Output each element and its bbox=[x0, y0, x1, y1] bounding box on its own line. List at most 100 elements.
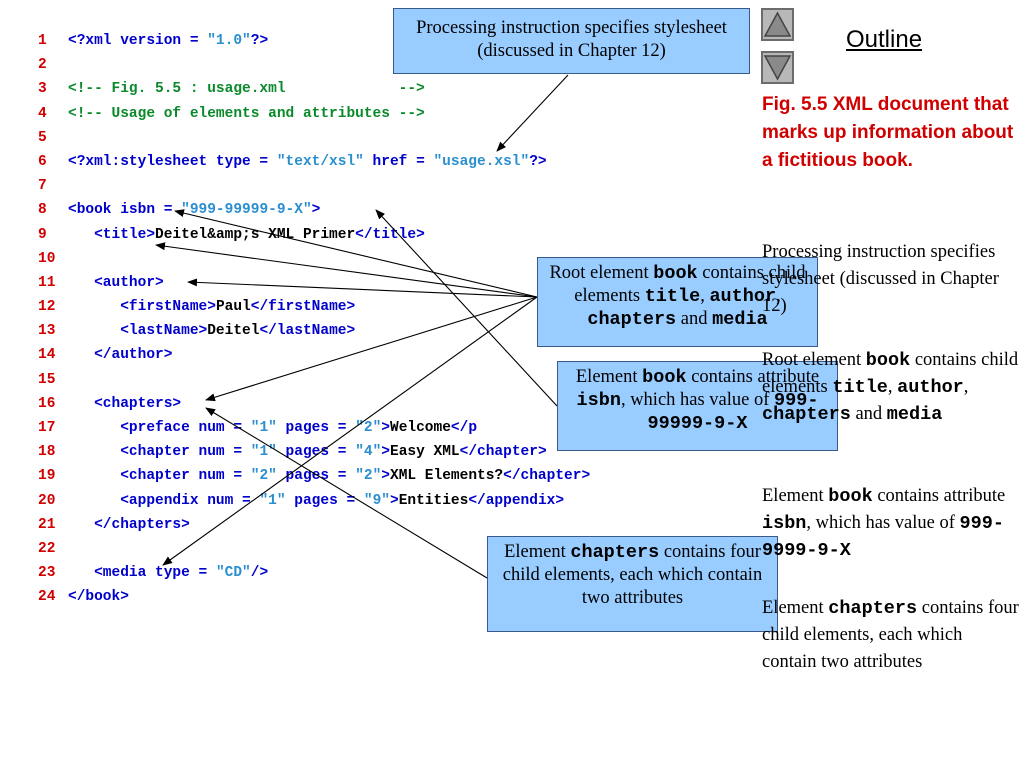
callout-isbn-code-value: 999-99999-9-X bbox=[647, 390, 819, 434]
next-slide-button[interactable] bbox=[761, 51, 794, 84]
note3-text-1: Element bbox=[762, 486, 829, 506]
code-token: pages = bbox=[276, 468, 356, 485]
code-line: 17 <preface num = "1" pages = "2">Welcom… bbox=[38, 416, 590, 440]
line-number: 2 bbox=[38, 57, 47, 74]
code-line: 9 <title>Deitel&amp;s XML Primer</title> bbox=[38, 223, 590, 247]
callout-root-code-book: book bbox=[653, 263, 698, 284]
line-number: 7 bbox=[38, 178, 47, 195]
callout-pi-text: Processing instruction specifies stylesh… bbox=[416, 18, 727, 61]
triangle-down-icon bbox=[763, 55, 792, 81]
callout-isbn-code-book: book bbox=[642, 367, 687, 388]
code-line: 19 <chapter num = "2" pages = "2">XML El… bbox=[38, 464, 590, 488]
code-line: 23 <media type = "CD"/> bbox=[38, 561, 590, 585]
code-token: pages = bbox=[276, 444, 356, 461]
line-number: 10 bbox=[38, 250, 56, 267]
note4-text-2: contains four child elements, each which… bbox=[762, 598, 1019, 672]
note3-text-2: contains attribute bbox=[872, 486, 1006, 506]
code-token: ?> bbox=[529, 153, 547, 170]
code-line: 3<!-- Fig. 5.5 : usage.xml --> bbox=[38, 77, 590, 101]
code-token: </book> bbox=[68, 589, 129, 606]
code-token: <preface num = bbox=[120, 420, 251, 436]
note4-text-1: Element bbox=[762, 598, 829, 618]
line-number: 8 bbox=[38, 202, 47, 219]
code-token: Entities bbox=[398, 492, 469, 509]
code-line: 18 <chapter num = "1" pages = "4">Easy X… bbox=[38, 440, 590, 464]
outline-link[interactable]: Outline bbox=[846, 26, 923, 53]
callout-root-code-chapters: chapters bbox=[587, 309, 677, 330]
callout-isbn-text-2: contains attribute bbox=[686, 367, 820, 387]
callout-root-element: Root element book contains child element… bbox=[537, 257, 818, 347]
note2-text-2: contains child elements bbox=[762, 350, 1019, 397]
line-number: 4 bbox=[38, 105, 47, 122]
code-token: <media type = bbox=[94, 565, 216, 582]
code-token: pages = bbox=[276, 420, 356, 436]
line-number: 6 bbox=[38, 153, 47, 170]
code-token: "CD" bbox=[215, 565, 251, 582]
arrow-isbn-to-attribute bbox=[375, 209, 558, 407]
callout-root-text-1: Root element bbox=[549, 263, 654, 283]
code-token: <!-- Usage of elements and attributes --… bbox=[68, 105, 425, 122]
code-token: <chapter num = bbox=[120, 468, 251, 485]
callout-root-text-3: , bbox=[700, 286, 710, 306]
line-number: 16 bbox=[38, 395, 56, 412]
line-number: 12 bbox=[38, 299, 56, 316]
code-token: "1" bbox=[250, 420, 277, 436]
code-token: </title> bbox=[355, 226, 425, 243]
line-number: 14 bbox=[38, 347, 56, 364]
code-token: "2" bbox=[355, 468, 382, 485]
code-line: 1<?xml version = "1.0"?> bbox=[38, 29, 590, 53]
code-token: Deitel bbox=[207, 323, 260, 340]
code-token: <?xml version = bbox=[68, 33, 208, 49]
arrow-root-to-author bbox=[187, 278, 538, 298]
note2-text-4: , bbox=[963, 377, 969, 397]
code-token: </chapter> bbox=[459, 444, 547, 461]
code-token: <appendix num = bbox=[120, 492, 260, 509]
code-token: <chapter num = bbox=[120, 444, 251, 461]
line-number: 23 bbox=[38, 565, 56, 582]
code-token: </author> bbox=[94, 347, 173, 364]
code-line: 12 <firstName>Paul</firstName> bbox=[38, 295, 590, 319]
code-line: 14 </author> bbox=[38, 343, 590, 367]
code-token: "4" bbox=[355, 444, 382, 461]
code-token: <book isbn = bbox=[68, 202, 182, 219]
line-number: 13 bbox=[38, 323, 56, 340]
callout-root-text-2: contains child elements bbox=[574, 263, 806, 306]
code-line: 6<?xml:stylesheet type = "text/xsl" href… bbox=[38, 150, 590, 174]
code-token: "9" bbox=[363, 492, 390, 509]
note2-code-media: media bbox=[886, 404, 943, 425]
code-line: 24</book> bbox=[38, 585, 590, 609]
note2-code-chapters: chapters bbox=[762, 404, 851, 425]
callout-isbn-text-3: , which has value of bbox=[620, 390, 775, 410]
note2-code-title: title bbox=[832, 377, 888, 398]
code-token: "1" bbox=[259, 492, 286, 509]
note2-text-3: , bbox=[887, 377, 898, 397]
sidebar-note-root: Root element book contains child element… bbox=[762, 347, 1020, 428]
code-token: Paul bbox=[215, 299, 251, 316]
previous-slide-button[interactable] bbox=[761, 8, 794, 41]
callout-processing-instruction: Processing instruction specifies stylesh… bbox=[393, 8, 750, 74]
triangle-up-icon bbox=[763, 11, 792, 37]
code-token: </lastName> bbox=[259, 323, 356, 340]
sidebar-note-isbn: Element book contains attribute isbn, wh… bbox=[762, 483, 1020, 564]
callout-chapters-element: Element chapters contains four child ele… bbox=[487, 536, 778, 632]
line-number: 20 bbox=[38, 492, 56, 509]
code-line: 4 <!-- Usage of elements and attributes -… bbox=[38, 102, 590, 126]
line-number: 1 bbox=[38, 33, 47, 49]
code-line: 10 bbox=[38, 247, 590, 271]
line-number: 9 bbox=[38, 226, 47, 243]
callout-chapters-text-2: contains four child elements, each which… bbox=[502, 542, 763, 608]
code-token: Welcome bbox=[390, 420, 451, 436]
figure-caption: Fig. 5.5 XML document that marks up info… bbox=[762, 94, 1014, 171]
callout-isbn-attribute: Element book contains attribute isbn, wh… bbox=[557, 361, 838, 451]
line-number: 22 bbox=[38, 540, 56, 557]
line-number: 3 bbox=[38, 81, 47, 98]
sidebar-note-pi: Processing instruction specifies stylesh… bbox=[762, 242, 999, 316]
code-token: <chapters> bbox=[94, 395, 182, 412]
line-number: 18 bbox=[38, 444, 56, 461]
code-token: </p bbox=[450, 420, 478, 436]
callout-chapters-code-chapters: chapters bbox=[570, 542, 660, 563]
code-token: "2" bbox=[250, 468, 277, 485]
code-token: href = bbox=[363, 153, 434, 170]
